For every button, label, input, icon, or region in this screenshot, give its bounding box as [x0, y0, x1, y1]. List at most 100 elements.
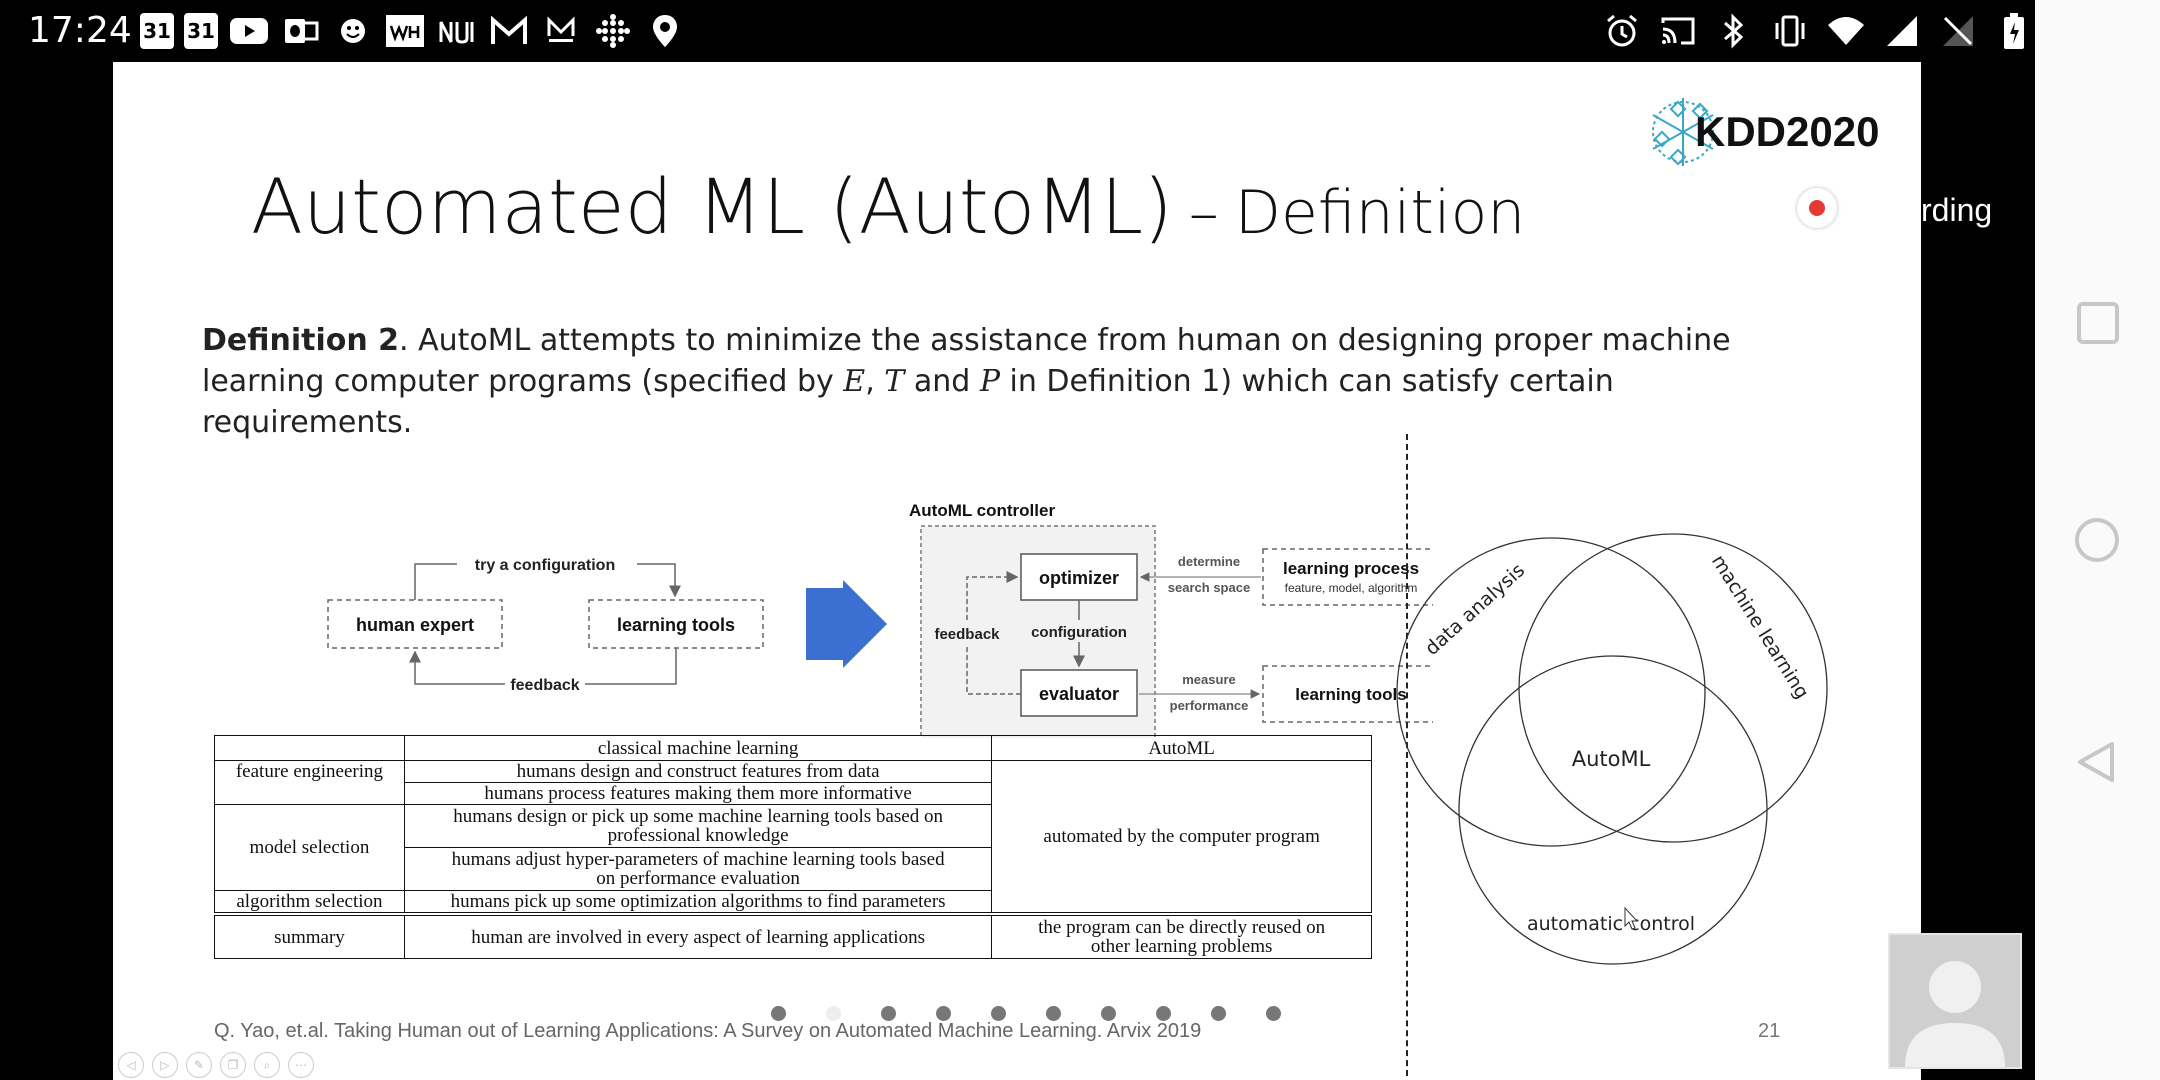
pagination-dot[interactable] — [1156, 1006, 1171, 1021]
signal-icon — [1881, 10, 1923, 52]
more-icon[interactable]: ⋯ — [288, 1052, 314, 1078]
circle-machine-learning — [1518, 533, 1828, 843]
learning-tools-right-box — [1262, 665, 1433, 723]
bluetooth-icon — [1713, 10, 1755, 52]
pagination-dot[interactable] — [881, 1006, 896, 1021]
back-button[interactable] — [2076, 740, 2116, 784]
smiley-icon — [332, 10, 374, 52]
var-e: E — [843, 364, 866, 399]
pagination-dot[interactable] — [1046, 1006, 1061, 1021]
var-t: T — [884, 364, 905, 399]
status-bar: 17:24 31 31 — [0, 0, 2035, 62]
location-icon — [644, 10, 686, 52]
machine-learning-label: machine learning — [1707, 551, 1813, 703]
pagination-dot[interactable] — [1211, 1006, 1226, 1021]
human-expert-label: human expert — [356, 615, 474, 635]
row-summary: summary — [214, 912, 405, 959]
slide-toolbar: ◁ ▷ ✎ ❐ ⌕ ⋯ — [118, 1052, 314, 1078]
definition-line-3: in Definition 1) which can satisfy certa… — [202, 364, 1614, 440]
pagination-dot[interactable] — [991, 1006, 1006, 1021]
cell-ms-2a: humans adjust hyper-parameters of machin… — [451, 849, 945, 870]
copy-icon[interactable]: ❐ — [220, 1052, 246, 1078]
mouse-cursor-icon — [1624, 906, 1639, 930]
pen-icon[interactable]: ✎ — [186, 1052, 212, 1078]
definition-text: Definition 2. AutoML attempts to minimiz… — [202, 320, 1822, 443]
evaluator-label: evaluator — [1039, 684, 1119, 704]
outlook-icon — [280, 10, 322, 52]
battery-icon — [1993, 10, 2035, 52]
learning-process-sub: feature, model, algorithm — [1285, 581, 1418, 595]
recording-label: rding — [1921, 192, 1993, 228]
zoom-icon[interactable]: ⌕ — [254, 1052, 280, 1078]
definition-label: Definition 2 — [202, 323, 400, 358]
pagination-dot[interactable] — [1266, 1006, 1281, 1021]
kdd-logo: KDD2020 — [1643, 92, 1879, 172]
optimizer-box — [1020, 553, 1138, 601]
determine-label-1: determine — [1178, 554, 1240, 569]
determine-label-2: search space — [1168, 580, 1250, 595]
blue-arrow-icon — [806, 580, 887, 668]
next-slide-icon[interactable]: ▷ — [152, 1052, 178, 1078]
measure-label-1: measure — [1182, 672, 1235, 687]
and-text: and — [904, 364, 980, 399]
try-config-label: try a configuration — [475, 557, 615, 574]
nu-icon — [436, 10, 478, 52]
circle-data-analysis — [1396, 537, 1706, 847]
title-sub: Definition — [1234, 178, 1526, 248]
automatic-control-label: automatic control — [1527, 913, 1695, 935]
venn-diagram: data analysis machine learning AutoML au… — [1396, 533, 1828, 965]
table-header-empty — [214, 735, 405, 761]
presentation-slide: Automated ML (AutoML)–Definition KDD2020… — [113, 62, 1921, 1080]
learning-process-box — [1262, 548, 1433, 606]
comma: , — [865, 364, 885, 399]
pagination-dot[interactable] — [826, 1006, 841, 1021]
dots-grid-icon — [592, 10, 634, 52]
table-header-automl: AutoML — [991, 735, 1372, 761]
row-model-selection: model selection — [214, 804, 405, 891]
cell-ms-1: humans design or pick up some machine le… — [403, 804, 993, 848]
slide-title: Automated ML (AutoML)–Definition — [251, 162, 1525, 251]
calendar-icon: 31 — [184, 13, 218, 49]
alarm-icon — [1601, 10, 1643, 52]
var-p: P — [979, 364, 1000, 399]
cell-summary-automl-b: other learning problems — [1090, 936, 1273, 957]
data-analysis-label: data analysis — [1421, 559, 1529, 660]
clock: 17:24 — [28, 10, 132, 51]
record-button[interactable] — [1797, 188, 1837, 228]
citation: Q. Yao, et.al. Taking Human out of Learn… — [214, 1020, 1202, 1042]
kdd-logo-text: KDD2020 — [1695, 108, 1880, 155]
recent-apps-button[interactable] — [2077, 302, 2119, 344]
cell-ms-2b: on performance evaluation — [596, 868, 800, 889]
controller-title: AutoML controller — [909, 501, 1055, 520]
cell-summary-automl-a: the program can be directly reused on — [1038, 917, 1326, 938]
learning-tools-label: learning tools — [617, 615, 735, 635]
system-icons — [1601, 10, 2035, 52]
cell-ms-1a: humans design or pick up some machine le… — [453, 806, 943, 827]
participant-avatar[interactable] — [1888, 933, 2022, 1069]
comparison-table: classical machine learning AutoML featur… — [214, 735, 1372, 959]
optimizer-label: optimizer — [1039, 568, 1119, 588]
home-button[interactable] — [2075, 518, 2119, 562]
definition-line-2: learning computer programs (specified by — [202, 364, 844, 399]
configuration-label: configuration — [1031, 624, 1127, 641]
controller-feedback-label: feedback — [934, 626, 1000, 643]
snowflake-logo-icon — [1652, 98, 1714, 166]
learning-tools-box — [588, 599, 764, 649]
row-algorithm-selection: algorithm selection — [214, 890, 405, 915]
pagination-dot[interactable] — [936, 1006, 951, 1021]
vibrate-icon — [1769, 10, 1811, 52]
slide-pagination-dots — [771, 1006, 1281, 1021]
cell-fe-1: humans design and construct features fro… — [403, 760, 993, 783]
prev-slide-icon[interactable]: ◁ — [118, 1052, 144, 1078]
row-feature-engineering: feature engineering — [214, 760, 405, 805]
pagination-dot[interactable] — [771, 1006, 786, 1021]
avatar-icon — [1905, 961, 2005, 1067]
circle-automatic-control — [1458, 655, 1768, 965]
divider-dashed-line — [1406, 434, 1408, 1076]
pagination-dot[interactable] — [1101, 1006, 1116, 1021]
measure-label-2: performance — [1170, 698, 1249, 713]
cell-ms-2: humans adjust hyper-parameters of machin… — [403, 847, 993, 891]
evaluator-box — [1020, 669, 1138, 717]
cell-automated: automated by the computer program — [991, 760, 1372, 915]
